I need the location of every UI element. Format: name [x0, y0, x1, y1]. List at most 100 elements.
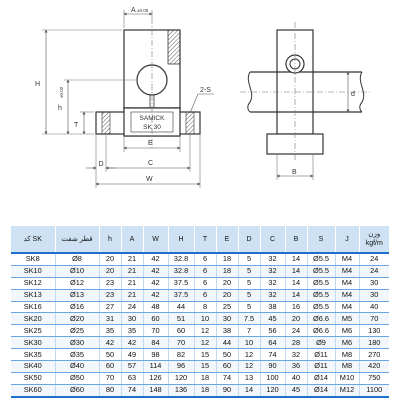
table-cell: 70 [99, 372, 122, 385]
table-cell: 20 [285, 312, 308, 326]
mount-hole-right [185, 111, 195, 135]
table-cell: 23 [99, 277, 122, 290]
dim-B: B [292, 169, 297, 176]
table-cell: 18 [194, 372, 217, 385]
table-cell: 80 [99, 384, 122, 398]
table-cell: 32.8 [168, 253, 195, 266]
table-cell: 12 [194, 336, 217, 350]
table-cell: SK10 [11, 265, 56, 278]
table-cell: 1100 [359, 384, 389, 398]
table-cell: 5 [238, 301, 261, 314]
table-cell: 15 [194, 348, 217, 362]
table-cell: 63 [121, 372, 144, 385]
col-header-B: B [285, 226, 308, 254]
table-cell: SK35 [11, 348, 56, 362]
table-cell: 180 [359, 336, 389, 350]
table-cell: 60 [143, 312, 169, 326]
table-cell: 12 [238, 360, 261, 373]
table-cell: 98 [143, 348, 169, 362]
table-cell: Ø6.6 [307, 324, 336, 338]
table-cell: 14 [285, 277, 308, 290]
table-cell: Ø5.5 [307, 289, 336, 302]
table-cell: Ø8 [55, 253, 100, 266]
table-cell: Ø60 [55, 384, 100, 398]
table-cell: 18 [216, 253, 239, 266]
table-cell: 44 [168, 301, 195, 314]
dim-H: H [35, 81, 40, 88]
table-cell: 50 [216, 348, 239, 362]
table-cell: Ø5.5 [307, 265, 336, 278]
table-header-row: کد SK قطر شفت h A W H T E D C B S J وزن … [11, 226, 389, 254]
brand-line-2-top: SK 30 [143, 124, 161, 131]
table-cell: 51 [168, 312, 195, 326]
dim-h-tol: ±0.02 [59, 86, 64, 98]
table-cell: M12 [335, 384, 360, 398]
dim-E: E [148, 140, 153, 147]
col-header-H: H [168, 226, 195, 254]
table-cell: 24 [359, 253, 389, 266]
table-cell: 74 [260, 348, 286, 362]
table-cell: SK8 [11, 253, 56, 266]
table-cell: 16 [285, 301, 308, 314]
table-cell: 5 [238, 265, 261, 278]
table-cell: 64 [260, 336, 286, 350]
table-cell: 30 [121, 312, 144, 326]
col-header-D: D [238, 226, 261, 254]
table-cell: SK12 [11, 277, 56, 290]
table-cell: 8 [194, 301, 217, 314]
dim-C: C [148, 160, 153, 167]
table-cell: 126 [143, 372, 169, 385]
table-cell: 40 [359, 301, 389, 314]
table-cell: 40 [285, 372, 308, 385]
shaft-break-left [247, 71, 253, 113]
table-cell: 42 [143, 289, 169, 302]
table-cell: 420 [359, 360, 389, 373]
table-cell: SK20 [11, 312, 56, 326]
table-cell: Ø12 [55, 277, 100, 290]
table-cell: Ø5.5 [307, 253, 336, 266]
table-cell: 42 [121, 336, 144, 350]
table-cell: 30 [359, 277, 389, 290]
table-cell: 57 [121, 360, 144, 373]
table-cell: 14 [285, 289, 308, 302]
table-cell: 38 [216, 324, 239, 338]
table-cell: 21 [121, 265, 144, 278]
table-cell: M4 [335, 301, 360, 314]
table-cell: SK50 [11, 372, 56, 385]
table-cell: 90 [216, 384, 239, 398]
table-cell: Ø9 [307, 336, 336, 350]
table-cell: 5 [238, 289, 261, 302]
table-cell: 270 [359, 348, 389, 362]
table-cell: 90 [260, 360, 286, 373]
table-cell: 6 [194, 253, 217, 266]
table-cell: 25 [216, 301, 239, 314]
table-cell: 32.8 [168, 265, 195, 278]
dim-A-tol: ±0.05 [137, 8, 149, 13]
dim-A: A [131, 7, 136, 14]
table-cell: 32 [260, 289, 286, 302]
col-header-T: T [194, 226, 217, 254]
table-cell: Ø10 [55, 265, 100, 278]
table-cell: 114 [143, 360, 169, 373]
table-cell: 7.5 [238, 312, 261, 326]
table-cell: 27 [99, 301, 122, 314]
table-cell: 70 [168, 336, 195, 350]
table-cell: Ø14 [307, 372, 336, 385]
table-cell: Ø13 [55, 289, 100, 302]
dim-d: d [351, 91, 355, 98]
clamp-screw-hatch [167, 29, 181, 65]
table-cell: 12 [194, 324, 217, 338]
table-cell: M6 [335, 324, 360, 338]
col-header-C: C [260, 226, 286, 254]
table-cell: M6 [335, 336, 360, 350]
table-cell: 20 [99, 253, 122, 266]
mount-hole-left [101, 111, 111, 135]
col-header-E: E [216, 226, 239, 254]
table-cell: 48 [143, 301, 169, 314]
table-cell: Ø5.5 [307, 301, 336, 314]
